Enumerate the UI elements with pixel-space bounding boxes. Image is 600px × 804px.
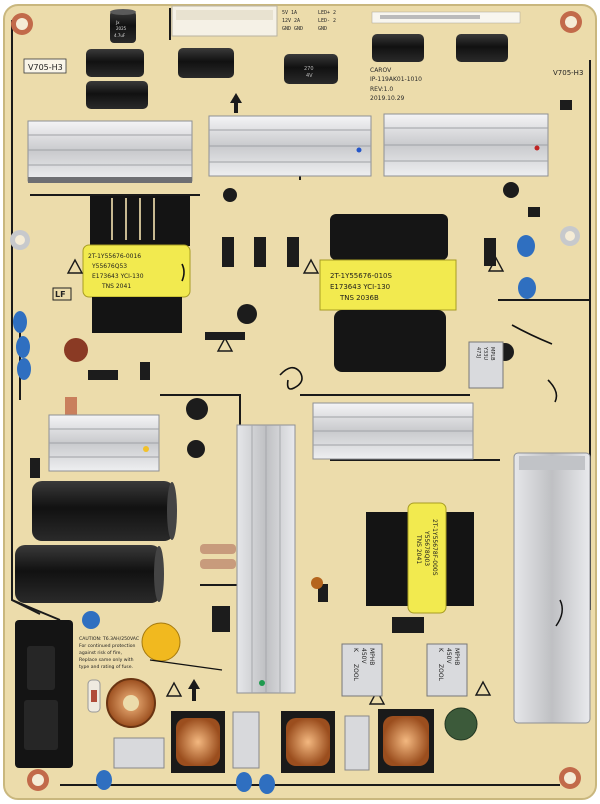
svg-text:K: K: [437, 648, 444, 653]
board-part-code: CAROV: [370, 67, 392, 74]
lf-marking: LF: [52, 287, 72, 301]
svg-text:MPHB: MPHB: [368, 648, 375, 665]
heatsink-upper-right: [383, 113, 549, 177]
heatsink-mid-right: [312, 402, 474, 460]
svg-text:E173643 YCI-130: E173643 YCI-130: [92, 273, 144, 280]
red-marker-dot: [534, 145, 540, 151]
mounting-hole-mr: [560, 226, 580, 246]
svg-text:E173643 YCI-130: E173643 YCI-130: [330, 283, 390, 291]
svg-text:GND: GND: [318, 26, 327, 32]
silkscreen-spec-block: 5V 1A 12V 2A GND GND LED+ 2 LED- 2 GND: [282, 10, 336, 32]
svg-text:Replace same only with: Replace same only with: [79, 657, 134, 663]
svg-text:LED- 2: LED- 2: [318, 18, 336, 24]
svg-text:type and rating of fuse.: type and rating of fuse.: [79, 664, 133, 670]
model-label-left: V705-H3: [23, 58, 67, 74]
board-revision: REV:1.0: [370, 86, 393, 93]
svg-text:Y55678Q03: Y55678Q03: [423, 530, 430, 566]
board-date: 2019.10.29: [370, 95, 405, 102]
glass-fuse: [87, 679, 101, 713]
heatsink-upper-left: [27, 120, 193, 183]
transformer-lower: 2T-1Y55678F-000S Y55678Q03 TNS 2041: [366, 502, 474, 614]
blue-marker-dot: [356, 147, 362, 153]
electrolytic-cap-top-right-b: [456, 34, 508, 62]
board-info: CAROV IP-119AK01-1010 REV:1.0 2019.10.29: [370, 67, 422, 102]
svg-text:Y33U: Y33U: [482, 346, 488, 360]
svg-text:450V: 450V: [445, 648, 452, 664]
barcode-sticker: [371, 11, 521, 24]
svg-text:Jx: Jx: [115, 20, 120, 25]
svg-text:For continued protection: For continued protection: [79, 643, 136, 649]
svg-text:MPLB: MPLB: [489, 347, 495, 361]
svg-text:against risk of fire,: against risk of fire,: [79, 650, 122, 656]
bulk-capacitor-lower: [15, 545, 164, 603]
svg-text:473J: 473J: [475, 347, 481, 358]
svg-text:2T-1Y55676-010S: 2T-1Y55676-010S: [330, 272, 392, 280]
common-mode-choke-a: [171, 711, 225, 773]
svg-text:4V: 4V: [306, 73, 313, 79]
svg-text:TNS 2036B: TNS 2036B: [339, 294, 379, 302]
film-capacitor-bottom-a: MPHB 450V K ZOOL: [341, 643, 383, 697]
arrow-up-icon-bottom: [188, 679, 200, 701]
resistors-and-varistors: [64, 338, 323, 589]
common-mode-choke-c: [378, 709, 434, 773]
green-marker-dot: [259, 680, 265, 686]
svg-text:12V 2A: 12V 2A: [282, 18, 300, 24]
model-label-left-text: V705-H3: [28, 63, 63, 72]
x-caps-bottom: [113, 711, 370, 771]
caution-fuse-warning: CAUTION: T6.3AH/250VAC For continued pro…: [79, 636, 139, 670]
svg-text:MPHB: MPHB: [453, 648, 460, 665]
top-connector: [171, 5, 278, 37]
svg-text:Y55676Q53: Y55676Q53: [91, 263, 127, 270]
electrolytic-cap-center: 270 4V: [284, 54, 338, 84]
model-label-right: V705-H3: [553, 69, 583, 77]
svg-text:4.7uF: 4.7uF: [114, 33, 126, 38]
blue-ceramic-caps: [13, 235, 536, 794]
electrolytic-cap-top-mid: [178, 48, 234, 78]
toroidal-inductor: [106, 678, 156, 728]
svg-text:TNS 2041: TNS 2041: [101, 283, 131, 290]
small-electrolytic-cap: Jx 2025 4.7uF: [110, 9, 136, 43]
handwritten-marks: [181, 263, 558, 403]
svg-text:CAUTION: T6.3AH/250VAC: CAUTION: T6.3AH/250VAC: [79, 636, 139, 642]
green-thermistor: [444, 707, 478, 741]
svg-text:2T-1Y55678F-000S: 2T-1Y55678F-000S: [431, 519, 438, 576]
board-part-number: IP-119AK01-1010: [370, 76, 422, 83]
small-components: [30, 100, 572, 633]
svg-text:2025: 2025: [116, 26, 127, 31]
svg-text:5V 1A: 5V 1A: [282, 10, 297, 16]
svg-text:ZOOL: ZOOL: [437, 664, 444, 682]
heatsink-vertical-center: [236, 424, 296, 694]
svg-text:K: K: [352, 648, 359, 653]
electrolytic-cap-pair-left: [86, 49, 148, 109]
svg-text:ZOOL: ZOOL: [352, 664, 359, 682]
film-capacitor-right: MPLB Y33U 473J: [468, 341, 504, 389]
transformer-center: 2T-1Y55676-010S E173643 YCI-130 TNS 2036…: [319, 214, 457, 372]
heatsink-vertical-right: [513, 452, 591, 724]
svg-text:LF: LF: [55, 290, 66, 299]
mounting-hole-tl: [11, 13, 33, 35]
transformer-left: 2T-1Y55676-0016 Y55676Q53 E173643 YCI-13…: [82, 196, 191, 333]
svg-text:450V: 450V: [360, 648, 367, 664]
svg-text:270: 270: [304, 66, 314, 72]
svg-text:TNS 2041: TNS 2041: [415, 534, 422, 564]
circuit-traces: [11, 8, 591, 786]
common-mode-choke-b: [281, 711, 335, 773]
varistor-yellow-disc: [141, 622, 223, 671]
svg-text:GND GND: GND GND: [282, 26, 303, 32]
mounting-hole-tr: [560, 11, 582, 33]
electrolytic-cap-top-right-a: [372, 34, 424, 62]
svg-text:2T-1Y55676-0016: 2T-1Y55676-0016: [88, 253, 141, 260]
heatsink-mid-left: [48, 414, 160, 472]
mounting-hole-br: [559, 767, 581, 789]
yellow-marker-dot: [143, 446, 149, 452]
heatsink-upper-center: [208, 115, 372, 177]
mounting-hole-ml: [10, 230, 30, 250]
svg-text:LED+ 2: LED+ 2: [318, 10, 336, 16]
film-capacitor-bottom-b: MPHB 450V K ZOOL: [426, 643, 468, 697]
mounting-hole-bl: [27, 769, 49, 791]
bulk-capacitor-upper: [32, 481, 177, 541]
ac-input-connector: [15, 620, 73, 768]
arrow-up-icon: [230, 93, 242, 113]
